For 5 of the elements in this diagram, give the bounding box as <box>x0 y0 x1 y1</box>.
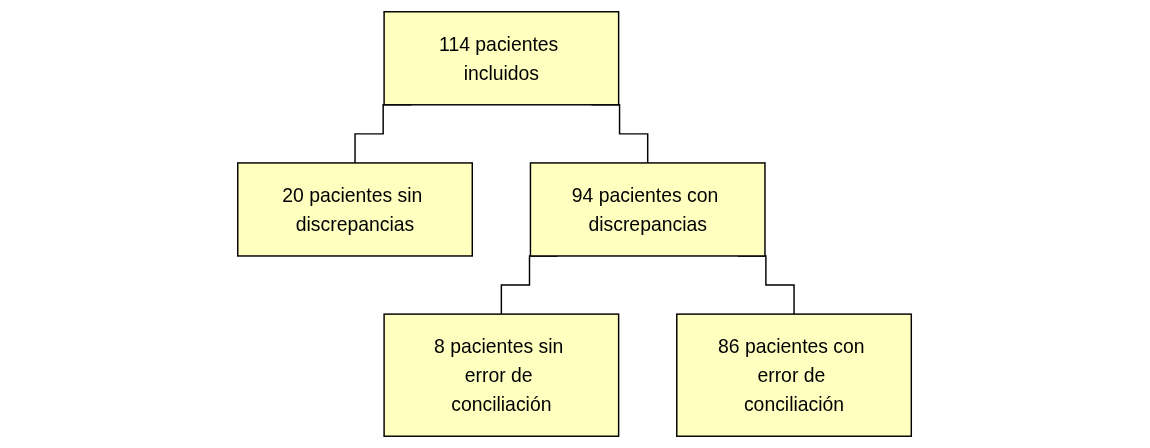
node-box: 20 pacientes sin discrepancias <box>237 162 474 257</box>
node-box: 8 pacientes sin error de conciliación <box>383 313 620 437</box>
node-box: 86 pacientes con error de conciliación <box>676 313 913 437</box>
node-box: 114 pacientes incluidos <box>383 11 620 106</box>
node-box: 94 pacientes con discrepancias <box>530 162 767 257</box>
